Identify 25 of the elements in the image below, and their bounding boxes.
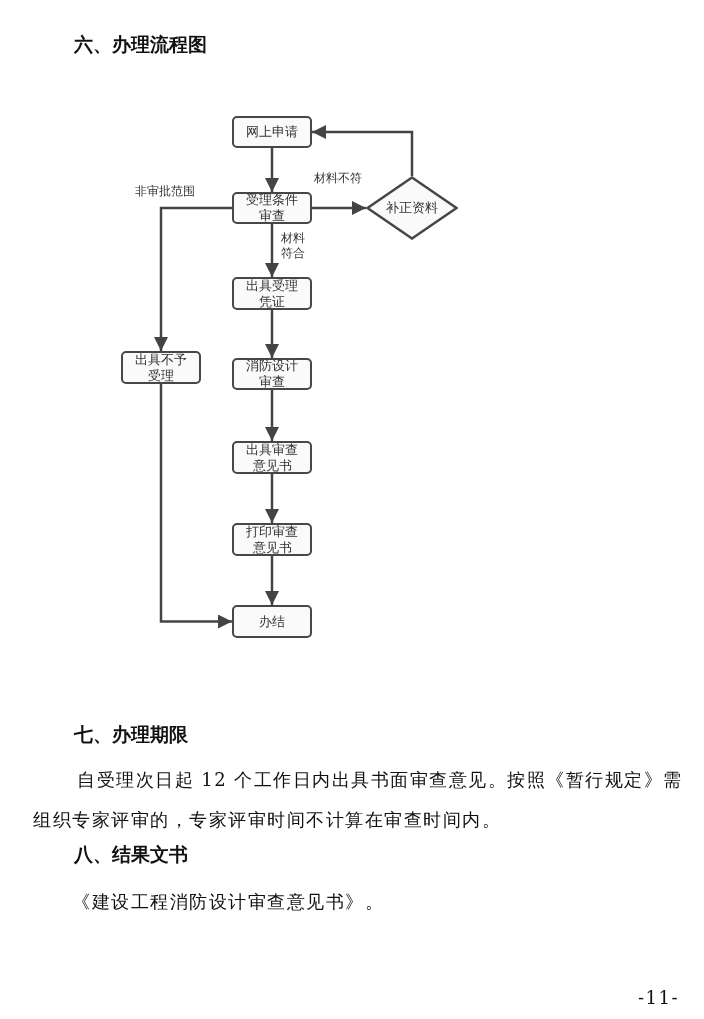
arrow xyxy=(265,474,279,523)
process-box: 出具不予受理 xyxy=(121,351,201,384)
paragraph: 自受理次日起 12 个工作日内出具书面审查意见。按照《暂行规定》需组织专家评审的，专家评审时间不计算在审查时间内。 xyxy=(33,768,683,832)
arrow xyxy=(265,556,279,605)
section-heading: 六、办理流程图 xyxy=(74,32,207,57)
section-heading: 八、结果文书 xyxy=(74,842,189,867)
arrow xyxy=(265,390,279,441)
arrow xyxy=(265,310,279,358)
process-box: 打印审查意见书 xyxy=(232,523,312,556)
arrow xyxy=(265,148,279,192)
arrow xyxy=(312,201,366,215)
process-box: 出具审查意见书 xyxy=(232,441,312,474)
page-number: -11- xyxy=(638,986,681,1010)
arrow xyxy=(154,206,232,351)
arrow xyxy=(312,125,414,176)
section-heading: 七、办理期限 xyxy=(74,722,189,747)
process-box: 网上申请 xyxy=(232,116,312,148)
arrow xyxy=(159,384,232,629)
process-box: 消防设计审查 xyxy=(232,358,312,390)
process-box: 办结 xyxy=(232,605,312,638)
process-box: 出具受理凭证 xyxy=(232,277,312,310)
process-box: 受理条件审查 xyxy=(232,192,312,224)
paragraph: 《建设工程消防设计审查意见书》。 xyxy=(72,890,385,914)
arrow xyxy=(265,224,279,277)
decision-diamond: 补正资料 xyxy=(366,176,458,240)
